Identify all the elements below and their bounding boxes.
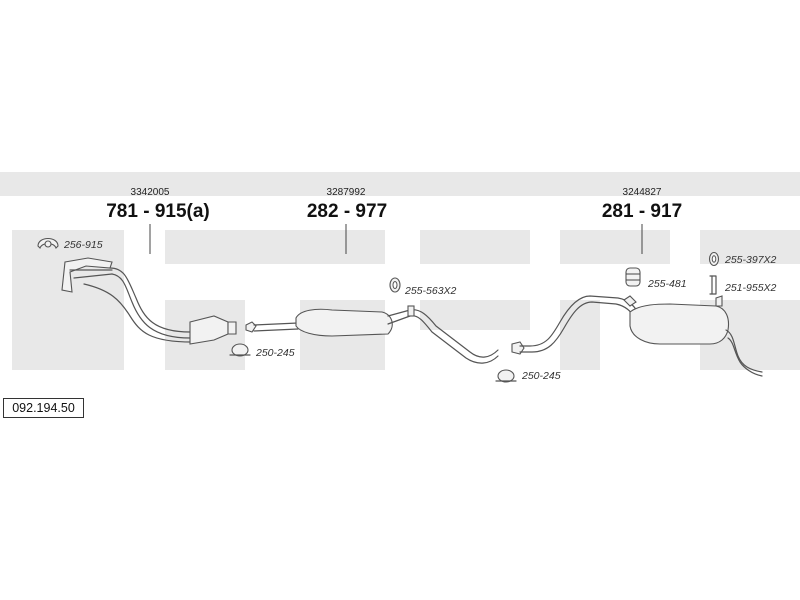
pipe-clamp-icon: [495, 369, 517, 383]
assembly-1-label: 3342005 781 - 915(a): [106, 187, 210, 254]
rubber-mount-icon: [625, 267, 641, 287]
bracket-icon: [709, 275, 717, 295]
assembly-2-part-number: 282 - 977: [307, 201, 387, 222]
accessory-label: 251-955X2: [724, 282, 777, 294]
accessory-label: 250-245: [521, 370, 561, 382]
accessory-label: 250-245: [255, 347, 295, 359]
rubber-hanger-ring-icon: [389, 277, 401, 293]
assembly-2-ref-code: 3287992: [327, 187, 366, 198]
gasket-icon: [37, 237, 59, 250]
pipe-clamp-icon: [229, 343, 251, 357]
accessory-label: 255-481: [647, 278, 687, 290]
assembly-3-ref-code: 3244827: [623, 187, 662, 198]
accessory-label: 256-915: [63, 239, 103, 251]
accessory-label: 255-563X2: [404, 285, 457, 297]
assembly-1-part-number: 781 - 915(a): [106, 201, 210, 222]
accessory-label: 255-397X2: [724, 254, 777, 266]
assembly-1-ref-code: 3342005: [131, 187, 170, 198]
assembly-3-label: 3244827 281 - 917: [602, 187, 682, 254]
assembly-2-label: 3287992 282 - 977: [307, 187, 387, 254]
middle-silencer-drawing: [245, 305, 499, 364]
rear-silencer-drawing: [511, 295, 763, 377]
diagram-code: 092.194.50: [3, 398, 84, 418]
assembly-3-part-number: 281 - 917: [602, 201, 682, 222]
front-pipe-drawing: [61, 257, 237, 345]
rubber-hanger-ring-icon: [708, 251, 720, 267]
